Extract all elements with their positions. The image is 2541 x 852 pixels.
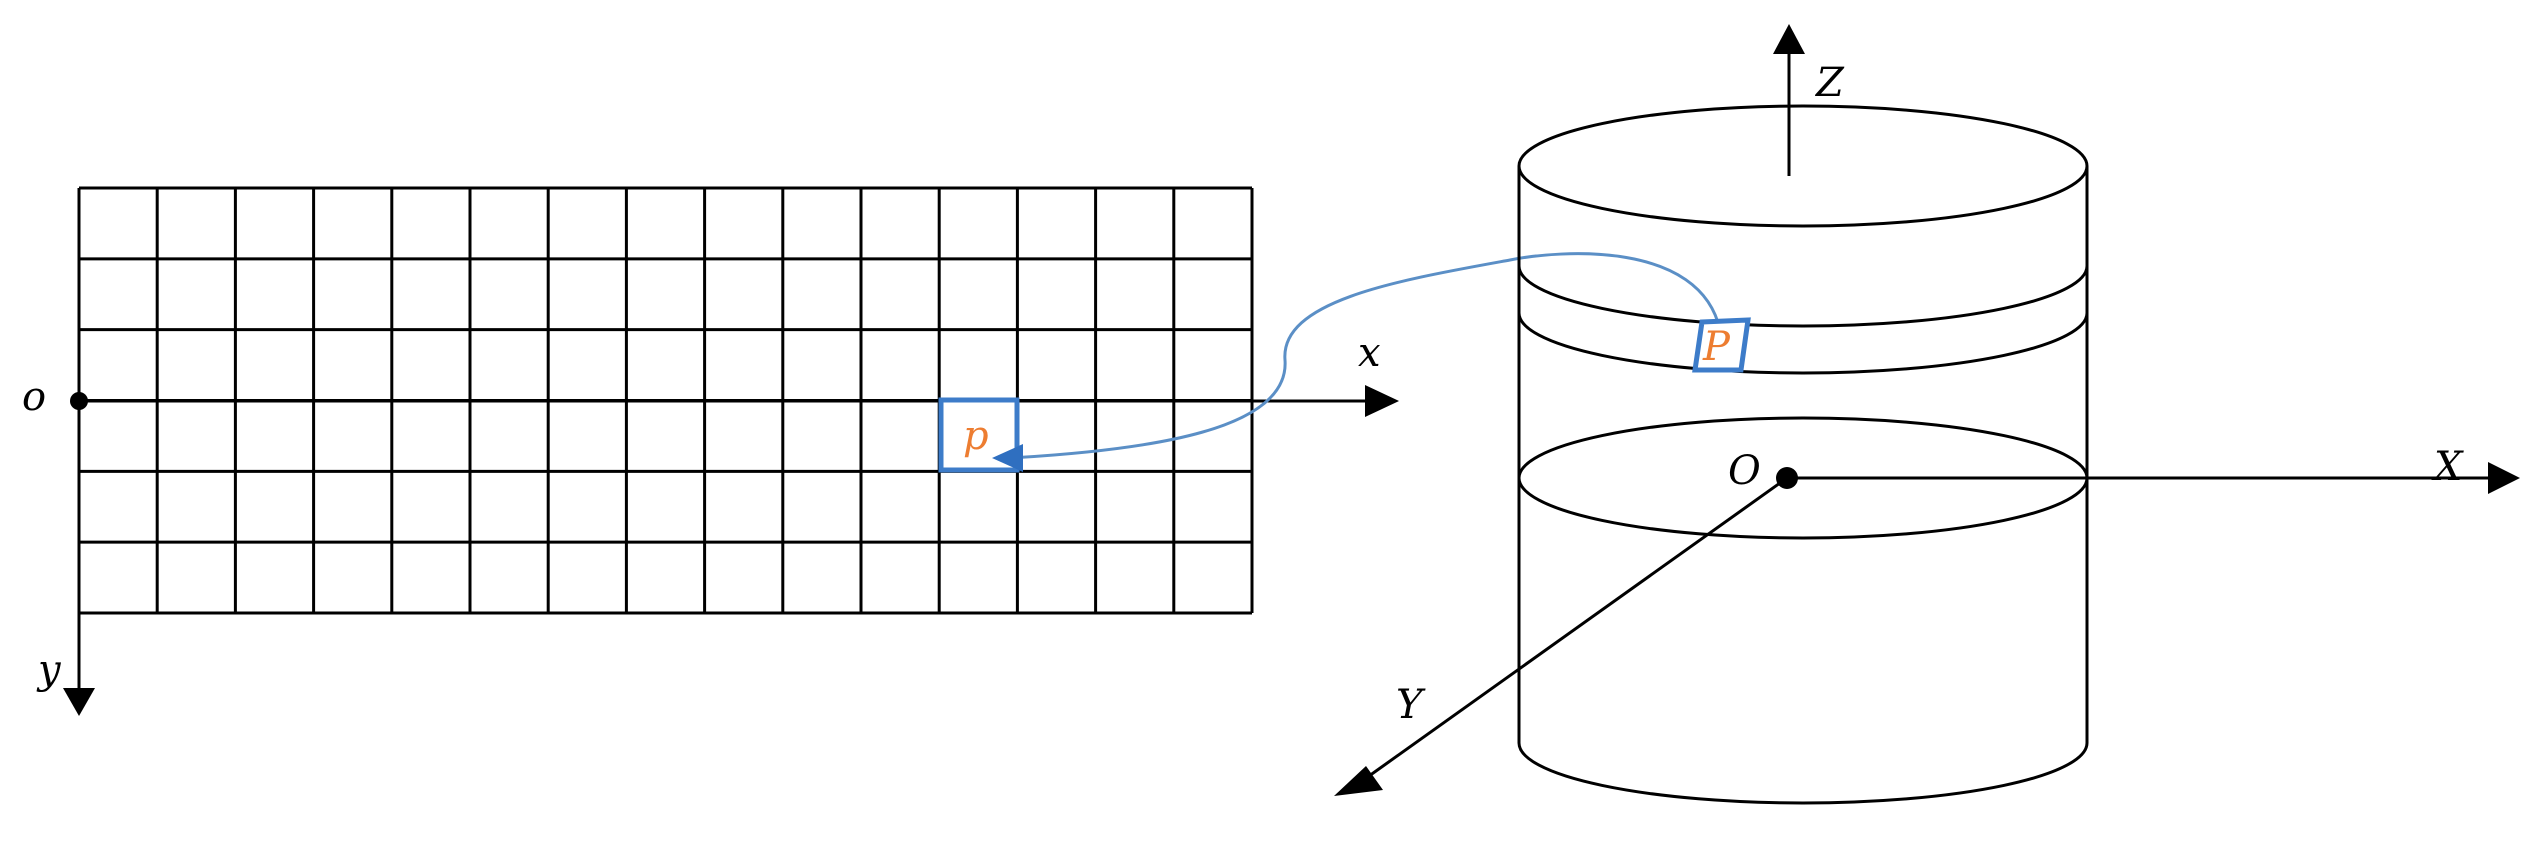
cylinder-top-ellipse	[1517, 104, 2089, 228]
y-axis-3d	[1354, 476, 1788, 788]
band-upper-curve	[1517, 265, 2089, 328]
y-axis-3d-label: Y	[1396, 682, 1426, 728]
surface-point-P-box	[1692, 317, 1751, 373]
mapping-arrowhead	[992, 444, 1023, 472]
cylinder-bottom-curve	[1517, 742, 2089, 805]
x-axis-2d-label: x	[1358, 330, 1381, 376]
z-axis-3d-arrowhead	[1773, 24, 1805, 54]
origin-3d-label: O	[1728, 448, 1761, 494]
origin-2d-label: o	[22, 374, 46, 420]
band-upper-back	[1519, 206, 2087, 266]
y-axis-2d-arrowhead	[63, 688, 95, 716]
cylinder	[1517, 104, 2089, 805]
band-lower-curve	[1517, 312, 2089, 375]
origin-3d-point	[1776, 467, 1798, 489]
surface-point-P-label: P	[1702, 324, 1731, 370]
x-axis-2d-arrowhead	[1365, 385, 1399, 417]
x-axis-3d-label: X	[2431, 444, 2464, 490]
x-axis-3d-arrowhead	[2488, 462, 2520, 494]
y-axis-3d-arrowhead	[1334, 766, 1383, 796]
pixel-p-label: p	[963, 413, 989, 459]
mapping-arrow	[1009, 252, 1722, 460]
z-axis-3d-label: Z	[1814, 60, 1845, 106]
origin-2d-point	[70, 392, 88, 410]
y-axis-2d-label: y	[36, 647, 62, 693]
pixel-p-box	[938, 397, 1020, 473]
